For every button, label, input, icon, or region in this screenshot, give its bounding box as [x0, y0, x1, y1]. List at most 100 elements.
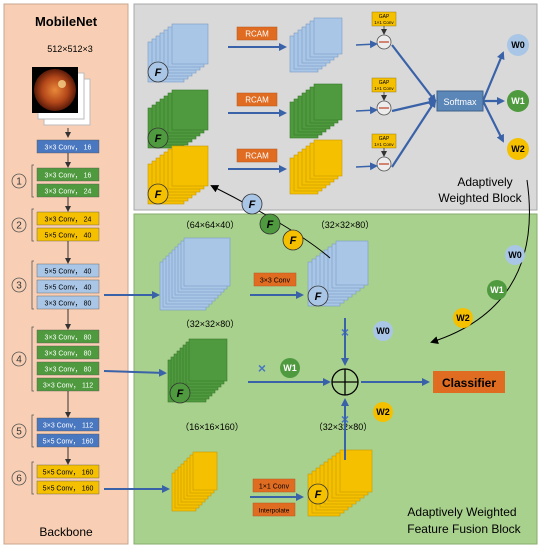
conv1-label: 1×1 Conv [259, 484, 290, 491]
backbone-title: MobileNet [35, 14, 98, 29]
rcam-label: RCAM [245, 152, 269, 161]
fusion-f-circle-blue: F [307, 285, 329, 307]
rcam-label: RCAM [245, 30, 269, 39]
backbone-layer-7 [36, 279, 100, 294]
svg-text:F: F [315, 291, 322, 303]
backbone-layer-15 [36, 464, 100, 479]
backbone-layer-label: 3×3 Conv， 16 [45, 145, 92, 152]
awb-weight-W0: W0 [507, 34, 529, 56]
rcam-label: RCAM [245, 96, 269, 105]
size-label-64: （64×64×40） [181, 220, 240, 230]
stage-circle [11, 423, 27, 439]
size-label-16: （16×16×160） [180, 422, 244, 432]
conv3-label: 3×3 Conv [260, 278, 291, 285]
awb-input-stack-0 [147, 23, 209, 83]
backbone-layer-label: 5×5 Conv， 160 [43, 439, 94, 446]
fusion-weight-W0: W0 [373, 321, 393, 341]
backbone-panel: MobileNet 512×512×3 3×3 Conv， 163×3 Conv… [3, 3, 129, 545]
awb-f-circle: F [147, 61, 169, 83]
gap-label: 1×1 Conv [374, 20, 394, 25]
fusion-panel: Adaptively Weighted Feature Fusion Block… [133, 213, 538, 545]
retina-image [34, 69, 76, 111]
awb-input-stack-2 [147, 145, 209, 205]
backbone-layer-9 [36, 329, 100, 344]
backbone-layer-11 [36, 361, 100, 376]
fusion-blue-64-stack [159, 237, 231, 311]
awb-weight-W1: W1 [507, 90, 529, 112]
backbone-layer-label: 5×5 Conv， 160 [43, 486, 94, 493]
multiply-symbol: × [258, 360, 266, 376]
svg-text:F: F [249, 199, 256, 211]
awb-f-circle: F [147, 183, 169, 205]
awb-output-stack-2 [289, 139, 343, 195]
gap-label: GAP [379, 80, 390, 86]
gap-label: 1×1 Conv [374, 86, 394, 91]
svg-text:F: F [155, 67, 162, 79]
backbone-layer-label: 3×3 Conv， 80 [45, 367, 92, 374]
backbone-layer-stack: 3×3 Conv， 16 3×3 Conv， 16 3×3 Conv， 24 3×3 … [36, 128, 100, 495]
softmax-label: Softmax [443, 97, 477, 107]
fusion-title-line2: Feature Fusion Block [407, 522, 521, 536]
svg-text:F: F [290, 235, 297, 247]
svg-text:W0: W0 [376, 326, 390, 336]
backbone-footer: Backbone [39, 525, 93, 539]
awb-arrow [355, 162, 378, 171]
fusion-f-circle-green: F [169, 382, 191, 404]
backbone-layer-label: 5×5 Conv， 40 [45, 285, 92, 292]
backbone-layer-6 [36, 263, 100, 278]
awb-f-circle: F [147, 127, 169, 149]
input-image-stack [32, 67, 91, 126]
size-label-32-mid: （32×32×80） [181, 319, 240, 329]
backbone-layer-label: 5×5 Conv， 40 [45, 233, 92, 240]
stage-circle [11, 351, 27, 367]
stage-bracket [31, 326, 34, 392]
svg-text:W1: W1 [283, 363, 297, 373]
passing-weight-W0: W0 [505, 245, 525, 265]
stage-number: 5 [16, 427, 22, 438]
stage-circle [11, 173, 27, 189]
stage-number: 3 [16, 281, 22, 292]
passing-weight-W2: W2 [453, 308, 473, 328]
backbone-layer-16 [36, 480, 100, 495]
softmax-box [436, 90, 484, 112]
size-label-32-bottom: （32×32×80） [314, 422, 373, 432]
passing-weight-W1: W1 [487, 280, 507, 300]
backbone-layer-label: 3×3 Conv， 24 [45, 189, 92, 196]
fusion-f-circle-yellow: F [307, 483, 329, 505]
backbone-layer-label: 5×5 Conv， 160 [43, 470, 94, 477]
stage-circle [11, 470, 27, 486]
svg-text:W2: W2 [511, 144, 525, 154]
svg-text:F: F [315, 489, 322, 501]
stage-bracket [31, 461, 34, 495]
gap-label: GAP [379, 136, 390, 142]
backbone-layer-label: 3×3 Conv， 16 [45, 173, 92, 180]
awb-arrow [355, 40, 378, 49]
awb-title-line2: Weighted Block [438, 191, 522, 205]
awb-output-stack-0 [289, 17, 343, 73]
classifier-box [433, 371, 505, 393]
sum-operator [331, 368, 359, 396]
svg-text:F: F [177, 388, 184, 400]
feedback-f-yellow: F [282, 229, 304, 251]
classifier-label: Classifier [442, 376, 496, 390]
stage4-arrow [103, 368, 167, 377]
fusion-weight-W1: W1 [280, 358, 300, 378]
stage-number: 2 [16, 221, 22, 232]
backbone-layer-label: 5×5 Conv， 40 [45, 269, 92, 276]
backbone-layer-label: 3×3 Conv， 80 [45, 301, 92, 308]
fusion-yellow-16-stack [171, 451, 218, 512]
awb-weight-W2: W2 [507, 138, 529, 160]
svg-text:W1: W1 [511, 96, 525, 106]
stage-bracket [31, 164, 34, 198]
softmax-output-arrow [482, 100, 504, 143]
stage-bracket [31, 260, 34, 310]
svg-text:W2: W2 [376, 407, 390, 417]
awb-output-stack-1 [289, 83, 343, 139]
awb-input-stack-1 [147, 89, 209, 149]
backbone-layer-2 [36, 167, 100, 182]
fusion-title-line1: Adaptively Weighted [407, 505, 516, 519]
fusion-weight-W2: W2 [373, 402, 393, 422]
rcam-box [236, 148, 278, 163]
